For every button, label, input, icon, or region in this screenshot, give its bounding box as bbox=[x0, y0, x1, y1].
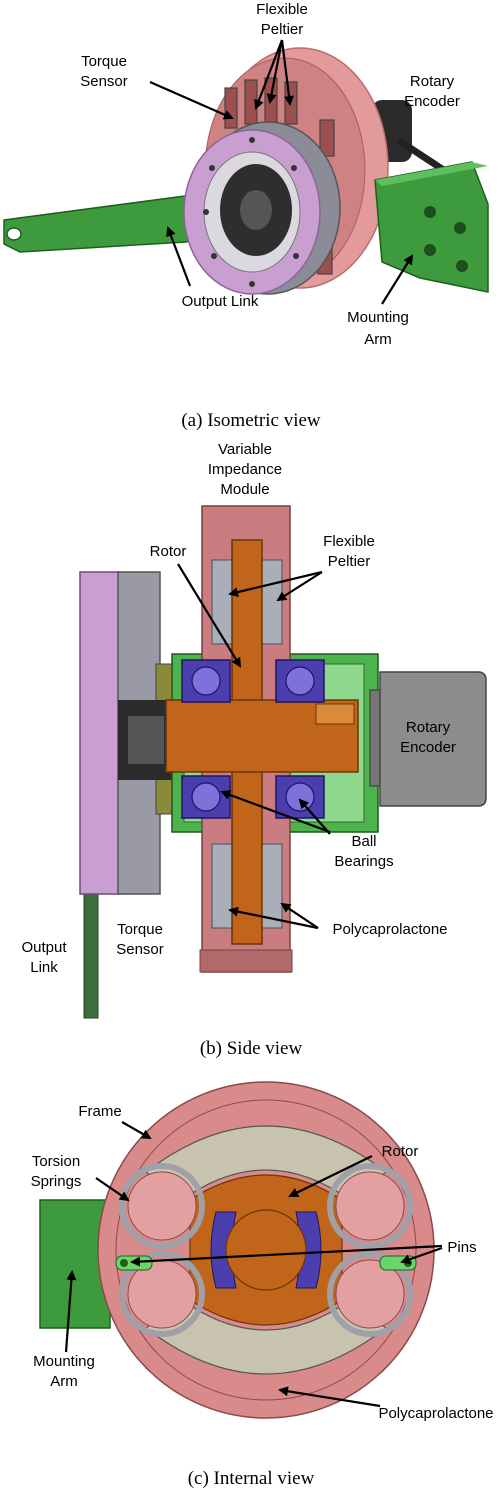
int-label-mounting-arm-1: Mounting bbox=[33, 1353, 95, 1370]
side-panel: Variable Impedance Module Rotor Flexible… bbox=[21, 441, 487, 1059]
side-rotor bbox=[165, 539, 359, 945]
side-arrows bbox=[177, 563, 331, 930]
side-ball-bearings bbox=[181, 659, 325, 819]
iso-label-rotary-encoder-1: Rotary bbox=[410, 73, 455, 90]
side-label-rotary-encoder-1: Rotary bbox=[406, 719, 451, 736]
side-label-vim-1: Variable bbox=[218, 441, 272, 458]
internal-panel: Frame Torsion Springs Rotor Pins Mountin… bbox=[31, 1081, 494, 1489]
side-output-link bbox=[83, 879, 99, 1019]
iso-mounting-arm bbox=[374, 161, 489, 293]
int-torsion-springs bbox=[119, 1163, 413, 1337]
side-torque-sensor bbox=[79, 571, 175, 895]
iso-label-output-link: Output Link bbox=[182, 293, 259, 310]
side-label-vim-3: Module bbox=[220, 481, 269, 498]
int-label-pins: Pins bbox=[447, 1239, 476, 1256]
side-label-output-link-2: Link bbox=[30, 959, 58, 976]
int-label-frame: Frame bbox=[78, 1103, 121, 1120]
int-label-torsion-springs-2: Springs bbox=[31, 1173, 82, 1190]
caption-side: (b) Side view bbox=[200, 1038, 303, 1059]
side-label-ball-bearings-1: Ball bbox=[351, 833, 376, 850]
iso-label-mounting-arm-1: Mounting bbox=[347, 309, 409, 326]
int-polycaprolactone bbox=[145, 1125, 387, 1375]
int-label-mounting-arm-2: Arm bbox=[50, 1373, 78, 1390]
side-label-torque-sensor-1: Torque bbox=[117, 921, 163, 938]
side-label-flexible-peltier-1: Flexible bbox=[323, 533, 375, 550]
iso-label-rotary-encoder-2: Encoder bbox=[404, 93, 460, 110]
iso-label-flexible-peltier-1: Flexible bbox=[256, 1, 308, 18]
iso-label-mounting-arm-2: Arm bbox=[364, 331, 392, 348]
iso-label-torque-sensor-1: Torque bbox=[81, 53, 127, 70]
side-label-ball-bearings-2: Bearings bbox=[334, 853, 393, 870]
side-label-torque-sensor-2: Sensor bbox=[116, 941, 164, 958]
side-label-flexible-peltier-2: Peltier bbox=[328, 553, 371, 570]
side-label-rotary-encoder-2: Encoder bbox=[400, 739, 456, 756]
side-rotary-encoder bbox=[369, 671, 487, 807]
int-label-rotor: Rotor bbox=[382, 1143, 419, 1160]
int-rotor bbox=[189, 1174, 343, 1326]
int-label-torsion-springs-1: Torsion bbox=[32, 1153, 80, 1170]
caption-internal: (c) Internal view bbox=[188, 1468, 315, 1489]
iso-label-torque-sensor-2: Sensor bbox=[80, 73, 128, 90]
int-label-polycaprolactone: Polycaprolactone bbox=[378, 1405, 493, 1422]
iso-label-flexible-peltier-2: Peltier bbox=[261, 21, 304, 38]
isometric-panel: Flexible Peltier Torque Sensor Rotary En… bbox=[3, 1, 489, 431]
side-label-vim-2: Impedance bbox=[208, 461, 282, 478]
side-label-rotor: Rotor bbox=[150, 543, 187, 560]
iso-arrows bbox=[149, 39, 414, 305]
iso-torque-sensor bbox=[183, 121, 341, 295]
side-label-output-link-1: Output bbox=[21, 939, 67, 956]
side-label-polycaprolactone: Polycaprolactone bbox=[332, 921, 447, 938]
int-arrows bbox=[64, 1121, 443, 1408]
caption-isometric: (a) Isometric view bbox=[181, 410, 321, 431]
